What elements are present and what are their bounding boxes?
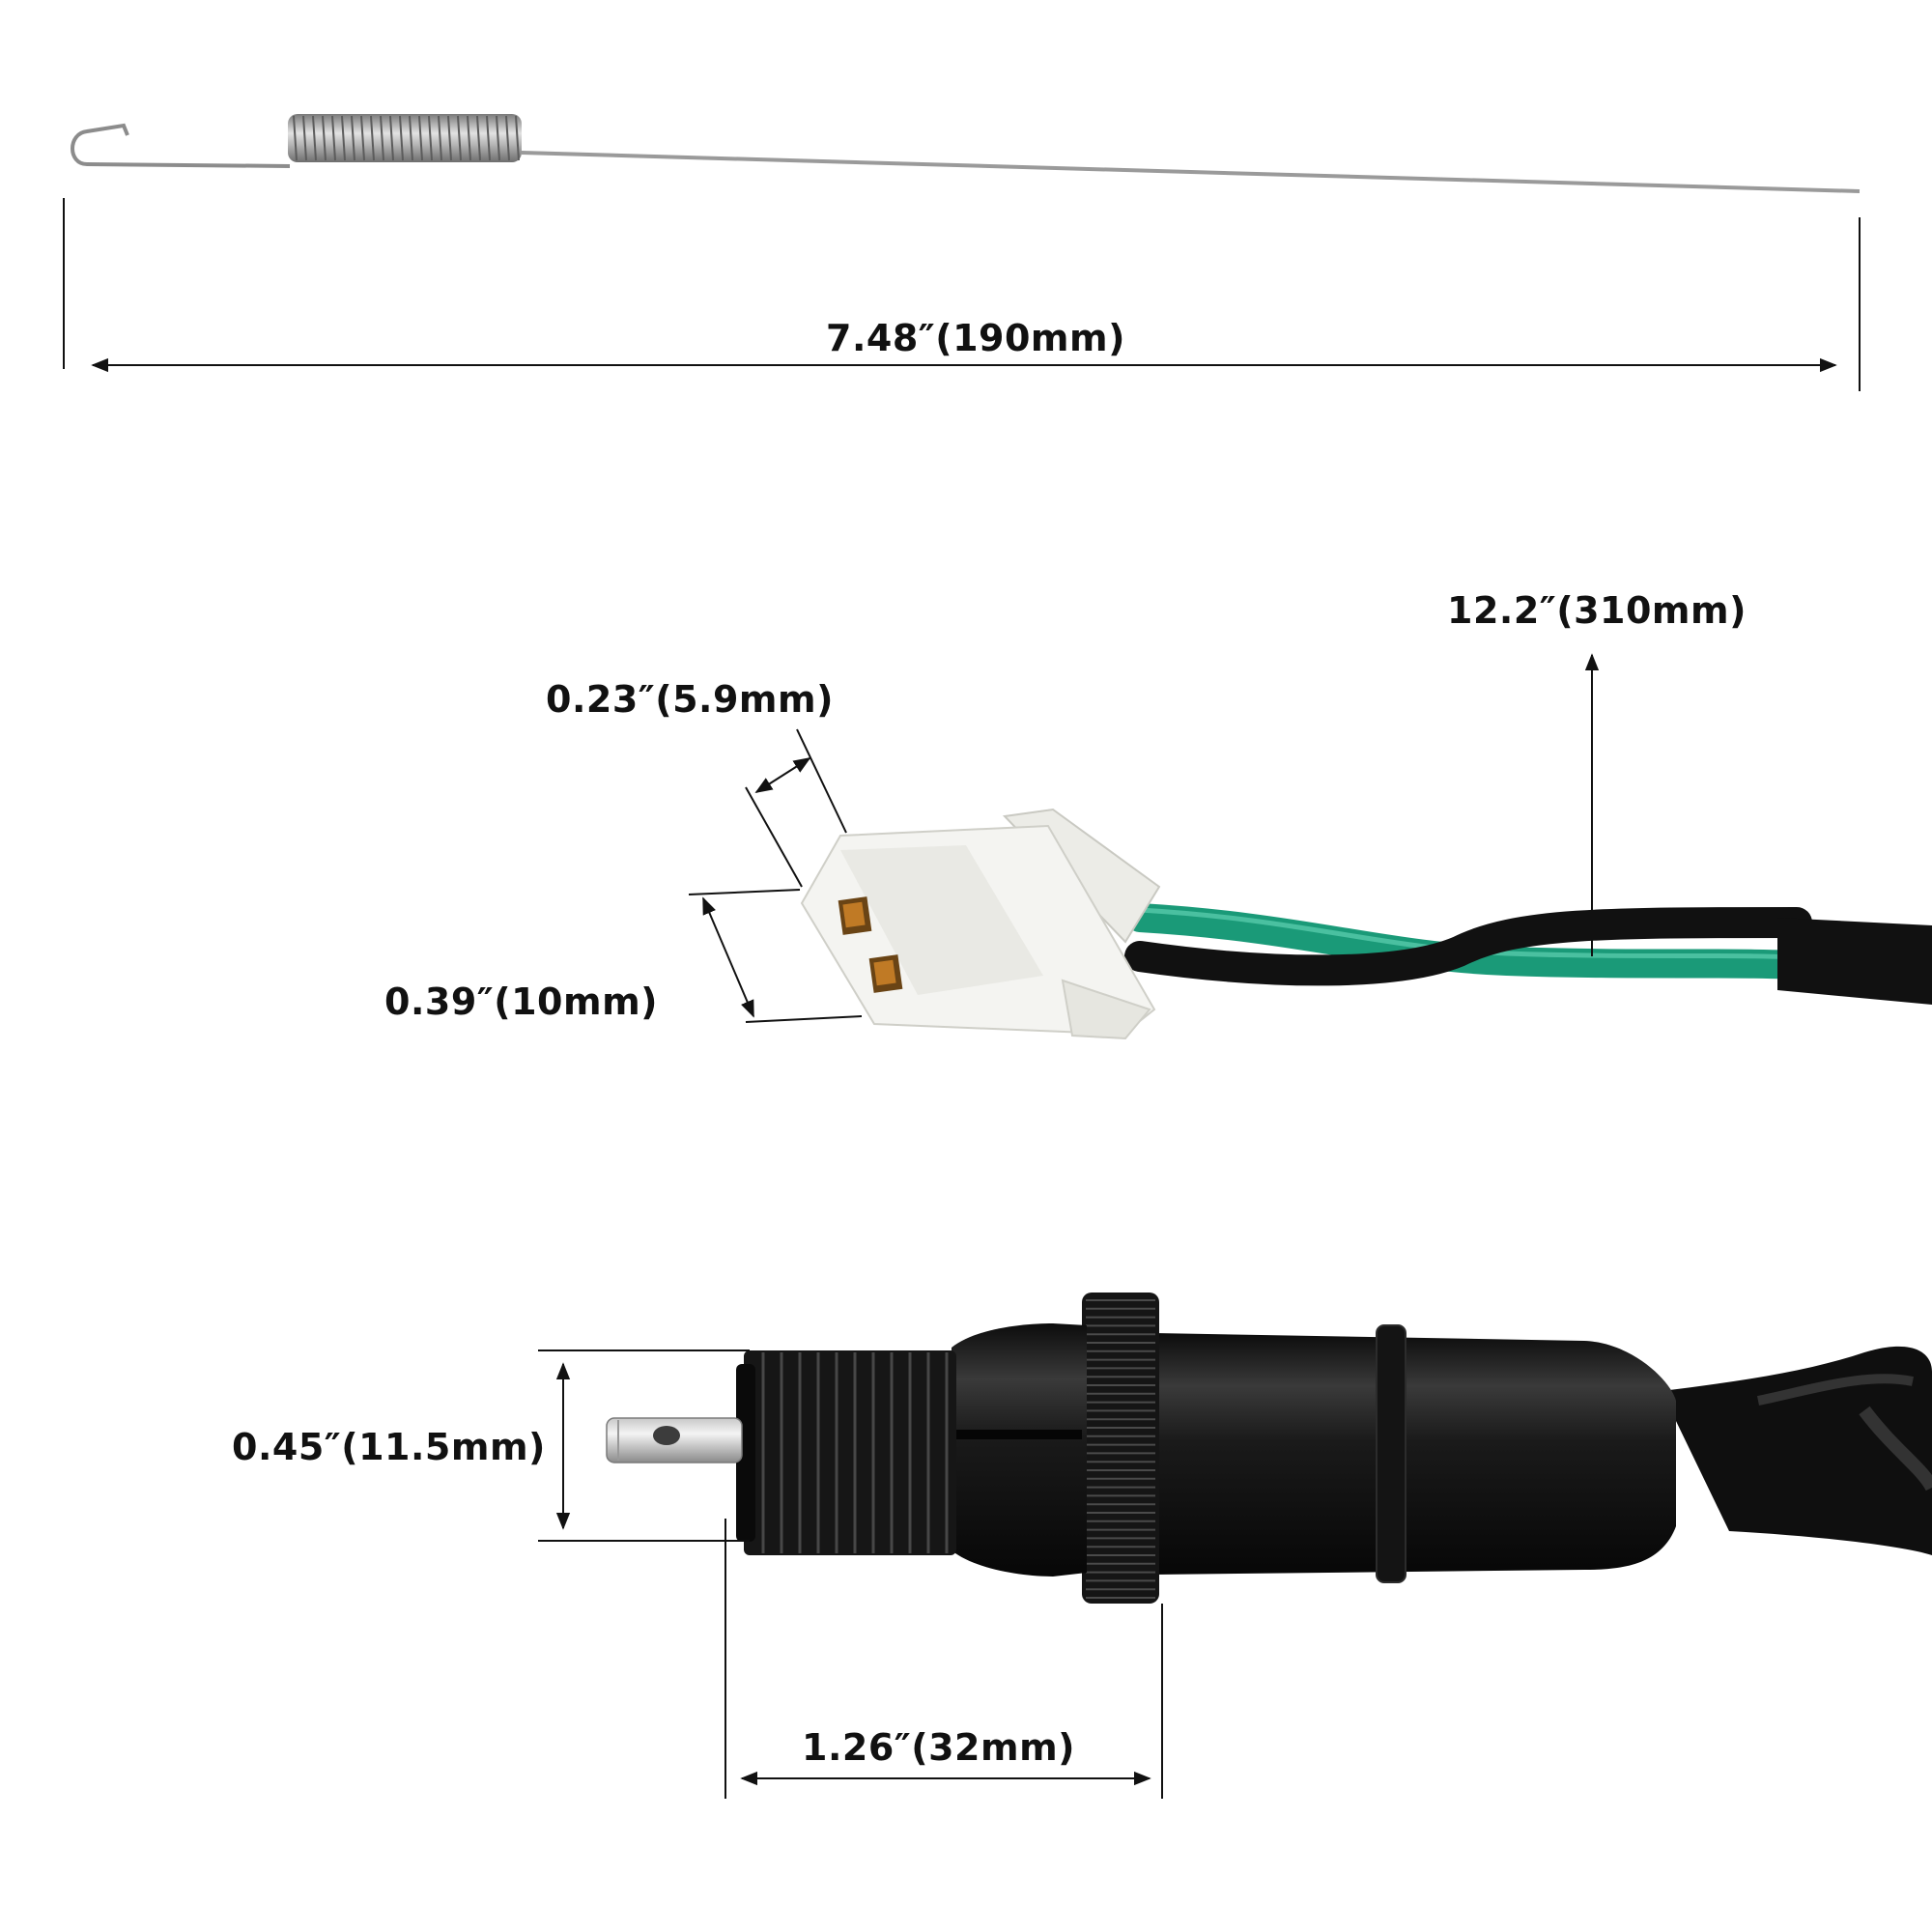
knurl-ridges [1086,1299,1155,1599]
connector-pins [838,896,903,993]
ridge-line [293,115,298,161]
switch-front-body [952,1323,1087,1577]
return-spring [71,114,1861,193]
black-wire [1124,907,1812,986]
ridge-line [341,115,346,161]
ridge-line [389,115,394,161]
spring-length-dimension [63,198,1861,391]
ridge-line [302,115,307,161]
ridge-line [399,115,404,161]
threaded-section [744,1350,956,1555]
ridge-line [370,115,375,161]
ridge-line [457,115,462,161]
ridge-line [428,115,433,161]
wire-harness [1124,903,1932,1005]
switch-rear-body [1154,1333,1676,1575]
ridge-line [515,115,520,161]
ridge-line [360,115,365,161]
switch-length-label: 1.26″(32mm) [802,1726,1076,1769]
ridge-line [438,115,442,161]
ridge-line [467,115,471,161]
plug-width-dimension [688,889,863,1023]
thread-diameter-label: 0.45″(11.5mm) [232,1426,546,1468]
plug-width-label: 0.39″(10mm) [384,980,659,1023]
spring-rod [521,151,1861,193]
ridge-line [380,115,384,161]
ridge-line [418,115,423,161]
spring-length-label: 7.48″(190mm) [826,317,1125,359]
ridge-line [505,115,510,161]
ridge-line [447,115,452,161]
spring-coil [288,114,522,162]
spring-hook [71,123,291,168]
ridge-line [409,115,413,161]
brake-light-switch [606,1293,1932,1604]
heat-shrink-sleeve [1777,918,1932,1005]
ridge-line [476,115,481,161]
ridge-line [331,115,336,161]
ridge-line [486,115,491,161]
thread-diameter-dimension [538,1350,750,1542]
two-pin-connector [800,808,1161,1040]
spring-coil-turns [293,115,520,161]
switch-length-dimension [724,1519,1163,1799]
switch-collar [1376,1324,1406,1583]
ridge-line [322,115,327,161]
switch-cable [1662,1346,1932,1555]
ridge-line [351,115,355,161]
knurled-nut [1082,1293,1159,1604]
ridge-line [312,115,317,161]
plug-depth-label: 0.23″(5.9mm) [546,678,834,721]
pin-hole [653,1426,680,1445]
cable-length-label: 12.2″(310mm) [1447,589,1747,632]
green-wire [1125,903,1831,980]
green-wire-highlight [1139,907,1817,961]
thread-ridges [761,1352,949,1553]
plug-depth-dimension [745,728,847,888]
ridge-line [496,115,500,161]
